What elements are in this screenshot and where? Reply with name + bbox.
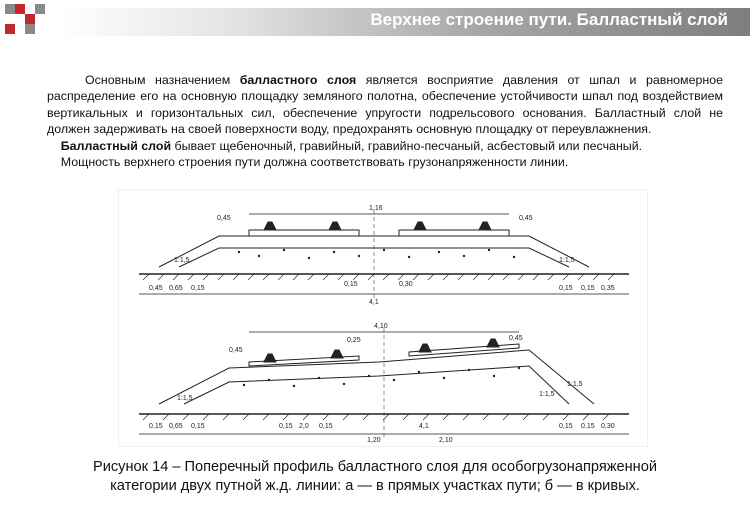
dim-label: 0,45 xyxy=(229,347,243,354)
rails-top xyxy=(263,221,492,231)
dim-label: 0,15 xyxy=(581,285,595,292)
dim-label: 4,1 xyxy=(369,299,379,306)
ballast-inner-bottom xyxy=(183,365,570,405)
dim-label: 4,10 xyxy=(374,323,388,330)
paragraph-capacity: Мощность верхнего строения пути должна с… xyxy=(60,155,569,170)
dim-label: 0,45 xyxy=(217,215,231,222)
dim-label: 0,15 xyxy=(319,423,333,430)
dim-label: 0,15 xyxy=(581,423,595,430)
bold-term: Балластный слой xyxy=(60,138,172,153)
figure-caption: Рисунок 14 – Поперечный профиль балластн… xyxy=(40,458,710,496)
ballast-outline-top xyxy=(158,235,590,268)
ballast-outline-bottom xyxy=(158,349,595,405)
dim-label: 1:1,5 xyxy=(174,257,190,264)
title-bar xyxy=(55,8,750,36)
bold-term: балластного слоя xyxy=(239,73,357,87)
sleeper-right-top xyxy=(398,229,510,237)
dim-label: 2,10 xyxy=(439,437,453,444)
page-title: Верхнее строение пути. Балластный слой xyxy=(370,10,728,29)
caption-line: категории двух путной ж.д. линии: а — в … xyxy=(110,478,640,494)
dim-label: 2,0 xyxy=(299,423,309,430)
dim-label: 0,25 xyxy=(347,337,361,344)
dim-label: 0,15 xyxy=(279,423,293,430)
corner-squares-decoration xyxy=(5,4,45,34)
dim-label: 0,65 xyxy=(169,423,183,430)
ground-hatch-bottom xyxy=(142,413,610,421)
dim-label: 1:1,5 xyxy=(559,257,575,264)
gravel-top xyxy=(237,248,516,260)
ballast-profile-drawing: 0,45 1,16 0,45 1:1,5 1:1,5 0,45 0,65 0,1… xyxy=(139,205,629,444)
sleeper-left-top xyxy=(248,229,360,237)
dim-label: 1:1,5 xyxy=(177,395,193,402)
dim-label: 0,45 xyxy=(509,335,523,342)
dim-label: 0,30 xyxy=(399,281,413,288)
dim-label: 1:1,5 xyxy=(567,381,583,388)
paragraph-purpose: Основным назначением балластного слоя яв… xyxy=(47,73,723,137)
dim-label: 0,65 xyxy=(169,285,183,292)
ballast-profile-figure: 0,45 1,16 0,45 1:1,5 1:1,5 0,45 0,65 0,1… xyxy=(118,189,648,447)
dim-label: 0,45 xyxy=(519,215,533,222)
body-text: Основным назначением балластного слоя яв… xyxy=(47,72,723,170)
caption-line: Рисунок 14 – Поперечный профиль балластн… xyxy=(93,459,657,475)
dim-label: 0,15 xyxy=(149,423,163,430)
dim-label: 0,45 xyxy=(149,285,163,292)
dim-label: 4,1 xyxy=(419,423,429,430)
dim-label: 1,16 xyxy=(369,205,383,212)
dim-label: 0,15 xyxy=(191,423,205,430)
dim-label: 0,30 xyxy=(601,423,615,430)
dim-label: 0,15 xyxy=(559,285,573,292)
paragraph-types: Балластный слой бывает щебеночный, грави… xyxy=(60,138,643,153)
ground-hatch-top xyxy=(142,273,615,281)
dim-label: 0,15 xyxy=(344,281,358,288)
dim-label: 0,15 xyxy=(559,423,573,430)
dim-label: 1:1,5 xyxy=(539,391,555,398)
dim-label: 1,20 xyxy=(367,437,381,444)
gravel-bottom xyxy=(242,366,521,388)
ballast-inner-top xyxy=(178,247,570,268)
dim-label: 0,15 xyxy=(191,285,205,292)
rails-bottom xyxy=(263,338,500,363)
dim-label: 0,35 xyxy=(601,285,615,292)
